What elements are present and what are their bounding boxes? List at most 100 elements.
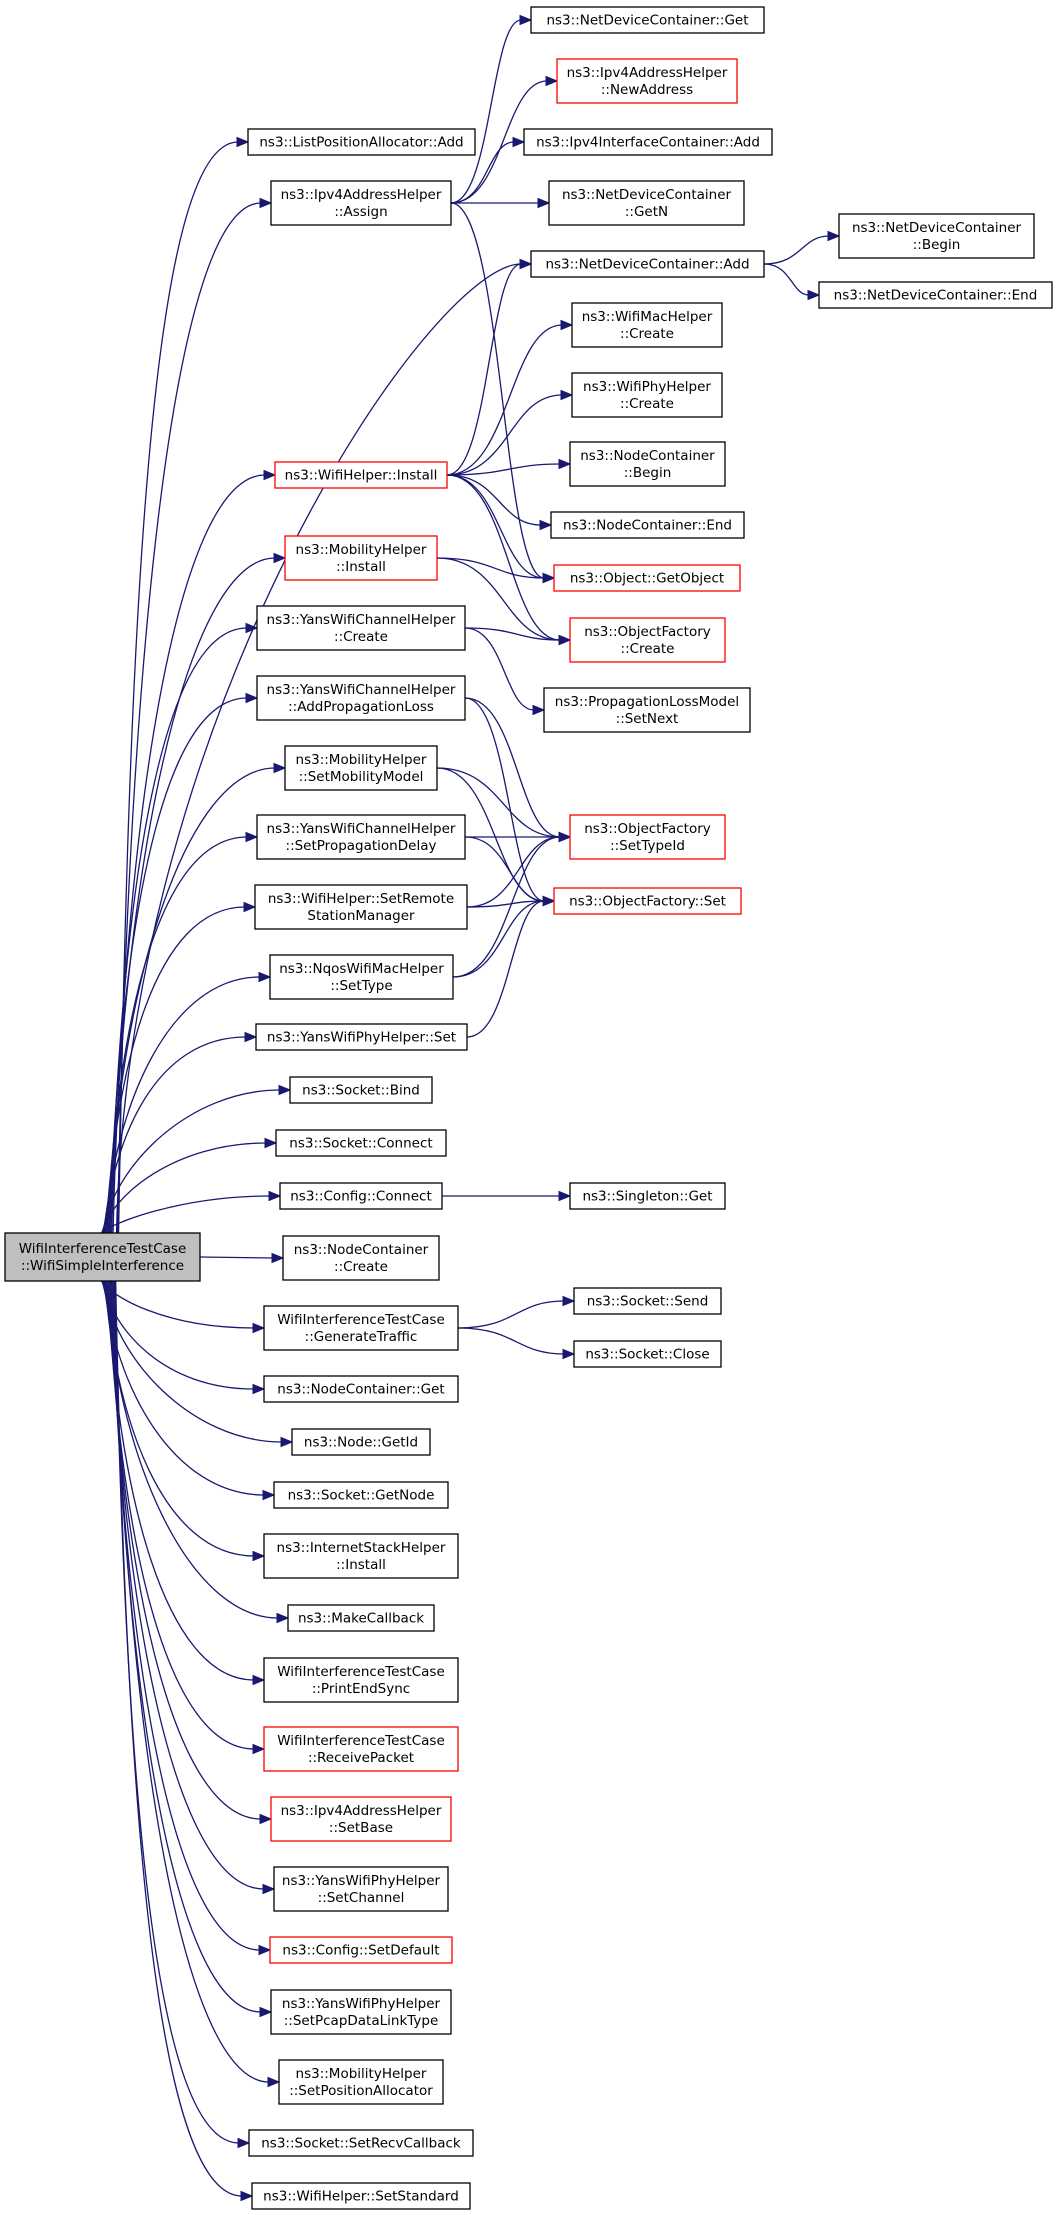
node-mobility-helper-install[interactable]: ns3::MobilityHelper::Install [284, 535, 438, 581]
node-box [550, 511, 745, 539]
node-box [282, 1235, 440, 1281]
node-box [248, 2129, 474, 2157]
arrowhead [562, 1348, 576, 1360]
edge-root-to-config-set-default [110, 1280, 261, 1951]
node-box [270, 1989, 452, 2035]
node-box [569, 1182, 726, 1210]
node-label: ns3::Socket::Bind [302, 1083, 420, 1099]
node-mobility-helper-set-mobility-model[interactable]: ns3::MobilityHelper::SetMobilityModel [284, 745, 438, 791]
node-ipv4-address-helper-new-address[interactable]: ns3::Ipv4AddressHelper::NewAddress [556, 58, 738, 104]
node-label: ns3::Object::GetObject [570, 571, 724, 587]
arrowhead [258, 1944, 272, 1956]
edge-yans-wifi-channel-helper-set-propagation-delay-to-object-factory-set [464, 836, 545, 902]
node-object-factory-create[interactable]: ns3::ObjectFactory::Create [569, 617, 726, 663]
node-object-factory-set-type-id[interactable]: ns3::ObjectFactory::SetTypeId [569, 814, 726, 860]
node-box [553, 564, 741, 592]
node-box [275, 1129, 447, 1157]
node-label: ::Install [336, 559, 386, 575]
node-label: ns3::Singleton::Get [582, 1189, 712, 1205]
node-net-device-container-get[interactable]: ns3::NetDeviceContainer::Get [530, 6, 765, 34]
node-net-device-container-add[interactable]: ns3::NetDeviceContainer::Add [530, 250, 765, 278]
node-label: StationManager [307, 908, 415, 924]
edge-root-to-generate-traffic [100, 1280, 255, 1329]
node-singleton-get[interactable]: ns3::Singleton::Get [569, 1182, 726, 1210]
node-net-device-container-end[interactable]: ns3::NetDeviceContainer::End [818, 281, 1053, 309]
node-yans-wifi-phy-helper-set[interactable]: ns3::YansWifiPhyHelper::Set [255, 1023, 468, 1051]
node-box [263, 1726, 459, 1772]
node-list-position-allocator-add[interactable]: ns3::ListPositionAllocator::Add [247, 128, 476, 156]
node-mobility-helper-set-position-allocator[interactable]: ns3::MobilityHelper::SetPositionAllocato… [278, 2059, 444, 2105]
node-node-container-begin[interactable]: ns3::NodeContainer::Begin [569, 441, 726, 487]
node-socket-get-node[interactable]: ns3::Socket::GetNode [273, 1481, 449, 1509]
node-socket-send[interactable]: ns3::Socket::Send [573, 1287, 722, 1315]
node-box [256, 814, 466, 860]
node-label: ::SetChannel [318, 1890, 405, 1906]
node-box [291, 1428, 431, 1456]
edge-root-to-list-position-allocator-add [117, 141, 239, 1234]
node-generate-traffic[interactable]: WifiInterferenceTestCase::GenerateTraffi… [263, 1305, 459, 1351]
node-socket-bind[interactable]: ns3::Socket::Bind [289, 1076, 433, 1104]
node-make-callback[interactable]: ns3::MakeCallback [287, 1604, 435, 1632]
node-nqos-wifi-mac-helper-set-type[interactable]: ns3::NqosWifiMacHelper::SetType [269, 954, 454, 1000]
node-label: ::SetType [330, 978, 392, 994]
node-box [569, 441, 726, 487]
node-wifi-helper-set-standard[interactable]: ns3::WifiHelper::SetStandard [251, 2182, 471, 2210]
arrowhead [558, 1190, 572, 1202]
node-box [274, 461, 448, 489]
arrowhead [268, 1190, 282, 1202]
edge-wifi-helper-set-remote-station-manager-to-object-factory-set-type-id [466, 836, 561, 908]
node-label: ns3::MobilityHelper [296, 542, 427, 558]
node-print-end-sync[interactable]: WifiInterferenceTestCase::PrintEndSync [263, 1657, 459, 1703]
node-yans-wifi-channel-helper-set-propagation-delay[interactable]: ns3::YansWifiChannelHelper::SetPropagati… [256, 814, 466, 860]
node-wifi-phy-helper-create[interactable]: ns3::WifiPhyHelper::Create [571, 372, 723, 418]
node-label: ::Create [334, 1259, 388, 1275]
node-config-connect[interactable]: ns3::Config::Connect [279, 1182, 443, 1210]
edge-root-to-yans-wifi-phy-helper-set-channel [109, 1280, 265, 1890]
node-box [270, 1796, 452, 1842]
node-label: ::Begin [913, 237, 961, 253]
node-propagation-loss-model-set-next[interactable]: ns3::PropagationLossModel::SetNext [543, 687, 751, 733]
node-net-device-container-get-n[interactable]: ns3::NetDeviceContainer::GetN [548, 180, 745, 226]
node-label: ns3::YansWifiPhyHelper::Set [267, 1030, 456, 1046]
node-wifi-helper-install[interactable]: ns3::WifiHelper::Install [274, 461, 448, 489]
node-socket-close[interactable]: ns3::Socket::Close [573, 1340, 722, 1368]
arrowhead [245, 692, 259, 704]
arrowhead [558, 458, 572, 470]
node-node-container-end[interactable]: ns3::NodeContainer::End [550, 511, 745, 539]
node-receive-packet[interactable]: WifiInterferenceTestCase::ReceivePacket [263, 1726, 459, 1772]
arrowhead [276, 1612, 290, 1624]
node-label: ::PrintEndSync [312, 1681, 410, 1697]
node-ipv4-address-helper-assign[interactable]: ns3::Ipv4AddressHelper::Assign [270, 180, 452, 226]
node-ipv4-address-helper-set-base[interactable]: ns3::Ipv4AddressHelper::SetBase [270, 1796, 452, 1842]
node-root[interactable]: WifiInterferenceTestCase::WifiSimpleInte… [4, 1232, 201, 1282]
node-box [269, 1936, 453, 1964]
node-object-factory-set[interactable]: ns3::ObjectFactory::Set [553, 887, 742, 915]
edge-root-to-wifi-helper-install [112, 474, 266, 1234]
node-socket-set-recv-callback[interactable]: ns3::Socket::SetRecvCallback [248, 2129, 474, 2157]
arrowhead [240, 2190, 254, 2202]
node-label: ns3::Socket::Send [587, 1294, 709, 1310]
node-node-container-get[interactable]: ns3::NodeContainer::Get [263, 1375, 459, 1403]
node-object-get-object[interactable]: ns3::Object::GetObject [553, 564, 741, 592]
node-socket-connect[interactable]: ns3::Socket::Connect [275, 1129, 447, 1157]
node-box [247, 128, 476, 156]
node-box [263, 1533, 459, 1579]
arrowhead [245, 622, 259, 634]
node-yans-wifi-phy-helper-set-channel[interactable]: ns3::YansWifiPhyHelper::SetChannel [273, 1866, 449, 1912]
node-box [569, 617, 726, 663]
node-yans-wifi-channel-helper-add-propagation-loss[interactable]: ns3::YansWifiChannelHelper::AddPropagati… [256, 675, 466, 721]
node-label: ::GenerateTraffic [305, 1329, 418, 1345]
node-wifi-mac-helper-create[interactable]: ns3::WifiMacHelper::Create [571, 302, 723, 348]
node-node-get-id[interactable]: ns3::Node::GetId [291, 1428, 431, 1456]
arrowhead [267, 2076, 281, 2088]
node-yans-wifi-phy-helper-set-pcap-data-link-type[interactable]: ns3::YansWifiPhyHelper::SetPcapDataLinkT… [270, 1989, 452, 2035]
node-internet-stack-helper-install[interactable]: ns3::InternetStackHelper::Install [263, 1533, 459, 1579]
node-ipv4-interface-container-add[interactable]: ns3::Ipv4InterfaceContainer::Add [523, 128, 773, 156]
arrowhead [263, 469, 277, 481]
edge-generate-traffic-to-socket-send [457, 1300, 565, 1329]
node-config-set-default[interactable]: ns3::Config::SetDefault [269, 1936, 453, 1964]
node-net-device-container-begin[interactable]: ns3::NetDeviceContainer::Begin [838, 213, 1035, 259]
node-yans-wifi-channel-helper-create[interactable]: ns3::YansWifiChannelHelper::Create [256, 605, 466, 651]
node-node-container-create[interactable]: ns3::NodeContainer::Create [282, 1235, 440, 1281]
